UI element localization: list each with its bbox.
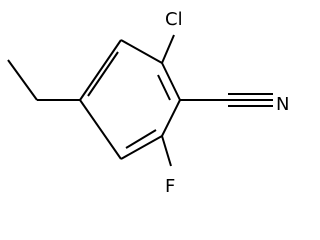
ring-bond-bottom-left: [79, 99, 122, 160]
molecule-structure: Cl N F: [7, 9, 289, 197]
ring-bond-top: [120, 39, 163, 64]
ring-bond-right: [161, 99, 181, 137]
ring-bond-top-left: [79, 39, 122, 101]
chlorine-label: Cl: [165, 9, 183, 30]
ring-inner-bond-right: [157, 74, 171, 101]
bond-ethyl: [7, 59, 38, 101]
fluorine-label: F: [165, 176, 175, 197]
nitrogen-label: N: [276, 94, 289, 115]
ring-bond-bottom: [120, 135, 163, 160]
substituent-bonds: [7, 34, 273, 167]
ring-inner-bond-left: [87, 51, 119, 97]
bond-ring-to-cl: [161, 34, 175, 64]
atom-labels: Cl N F: [165, 9, 289, 197]
ring-bond-top-right: [161, 62, 181, 101]
ring-inner-bond-bottom: [125, 129, 157, 149]
bond-ring-to-f: [161, 135, 172, 167]
benzene-ring: [79, 39, 181, 160]
